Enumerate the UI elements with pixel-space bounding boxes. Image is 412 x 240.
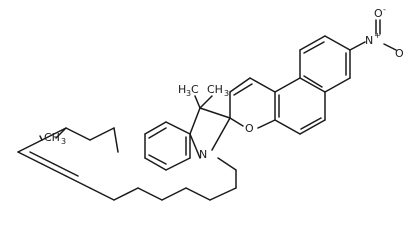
gem-dimethyl bbox=[194, 95, 213, 109]
benzene-ring-indoline bbox=[144, 121, 191, 171]
methyl-left-c-label: C bbox=[191, 83, 199, 96]
nitro-group bbox=[349, 19, 397, 51]
methyl-left-h-label: H bbox=[178, 83, 186, 96]
nitro-nitrogen-label: N bbox=[365, 34, 373, 47]
nitro-plus-charge: + bbox=[374, 31, 381, 40]
naphthalene-outer-ring bbox=[299, 35, 351, 93]
indoline-nitrogen-label: N bbox=[199, 148, 207, 161]
indoline-five-ring bbox=[189, 107, 231, 159]
pyran-oxygen-label: O bbox=[245, 122, 254, 135]
methyl-right-label: CH bbox=[207, 83, 223, 96]
chain-end-methyl-label: CH bbox=[44, 131, 60, 144]
nitro-minus-charge: - bbox=[383, 5, 386, 14]
nitro-oxygen-top-label: O bbox=[374, 7, 383, 20]
alkyl-chain bbox=[17, 127, 237, 201]
naphthalene-inner-ring bbox=[274, 77, 326, 135]
pyran-ring bbox=[229, 77, 276, 129]
nitro-oxygen-bottom-label: O bbox=[395, 47, 404, 60]
methyl-left-subscript: 3 bbox=[186, 89, 191, 98]
methyl-right-subscript: 3 bbox=[224, 89, 229, 98]
chain-end-subscript: 3 bbox=[61, 137, 66, 146]
